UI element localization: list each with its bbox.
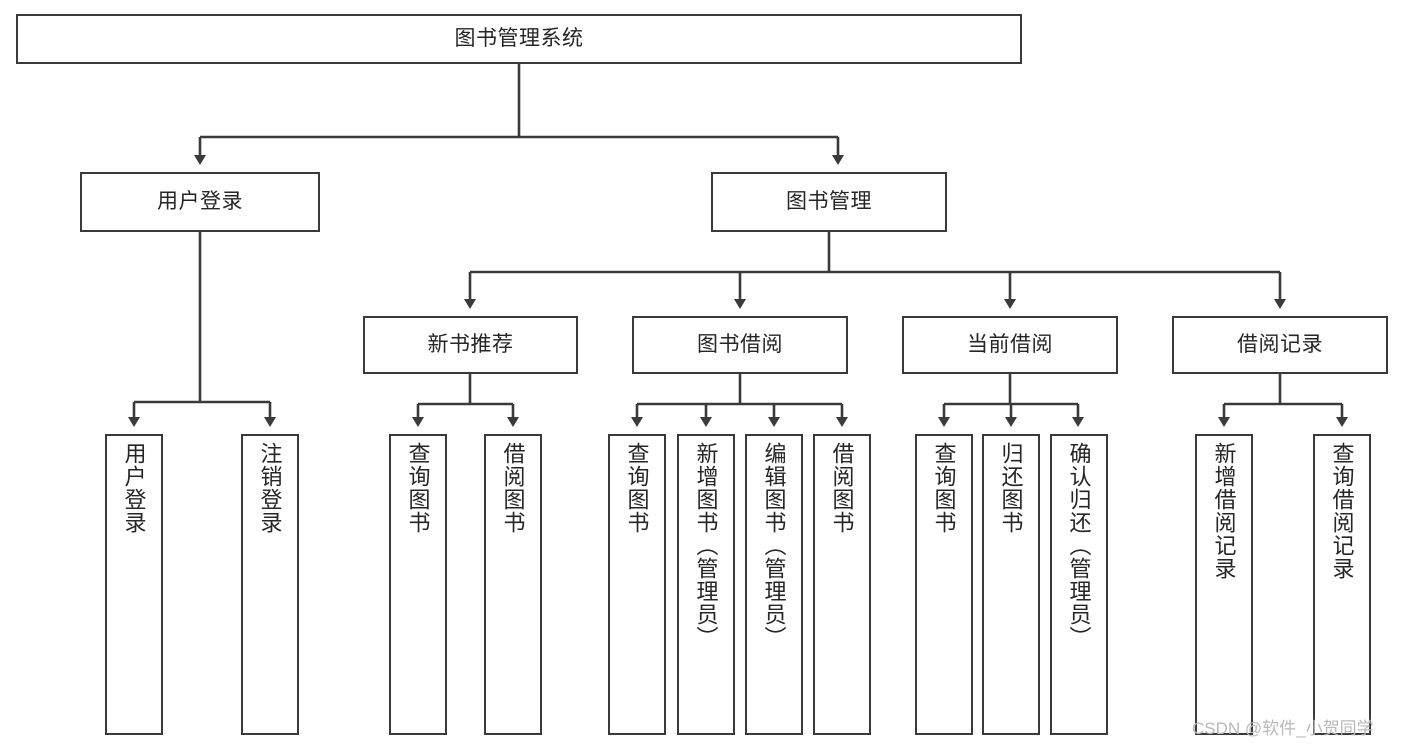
leaf-book-borrow-add[interactable]: 新增图书（管理员）: [677, 434, 735, 735]
node-book-borrow[interactable]: 图书借阅: [632, 316, 848, 374]
leaf-label: 归还图书: [998, 442, 1024, 534]
leaf-user-login-signin[interactable]: 用户登录: [105, 434, 163, 735]
node-borrow-record[interactable]: 借阅记录: [1172, 316, 1388, 374]
leaf-current-borrow-return[interactable]: 归还图书: [982, 434, 1040, 735]
leaf-current-borrow-query[interactable]: 查询图书: [915, 434, 973, 735]
leaf-label: 新增借阅记录: [1211, 442, 1237, 580]
leaf-new-book-borrow[interactable]: 借阅图书: [484, 434, 542, 735]
node-book-borrow-label: 图书借阅: [697, 332, 783, 356]
leaf-new-book-query[interactable]: 查询图书: [389, 434, 447, 735]
node-new-book-recommend-label: 新书推荐: [427, 332, 514, 356]
node-root-label: 图书管理系统: [454, 26, 584, 50]
node-borrow-record-label: 借阅记录: [1237, 332, 1323, 356]
leaf-label: 注销登录: [257, 442, 283, 534]
leaf-book-borrow-query[interactable]: 查询图书: [608, 434, 666, 735]
leaf-borrow-record-query[interactable]: 查询借阅记录: [1313, 434, 1371, 735]
csdn-watermark: CSDN @软件_小贺同学: [1192, 719, 1374, 738]
node-book-management-label: 图书管理: [786, 189, 872, 213]
node-current-borrow[interactable]: 当前借阅: [902, 316, 1118, 374]
leaf-borrow-record-add[interactable]: 新增借阅记录: [1195, 434, 1253, 735]
leaf-label: 查询图书: [405, 442, 431, 534]
node-current-borrow-label: 当前借阅: [967, 332, 1053, 356]
leaf-label: 借阅图书: [500, 442, 526, 534]
leaf-label: 用户登录: [121, 442, 147, 534]
leaf-label: 查询图书: [931, 442, 957, 534]
leaf-current-borrow-confirm-return[interactable]: 确认归还（管理员）: [1050, 434, 1108, 735]
node-root[interactable]: 图书管理系统: [16, 14, 1022, 64]
leaf-book-borrow-borrow[interactable]: 借阅图书: [813, 434, 871, 735]
leaf-label: 确认归还（管理员）: [1066, 442, 1092, 649]
leaf-label: 借阅图书: [829, 442, 855, 534]
node-user-login[interactable]: 用户登录: [80, 172, 320, 232]
node-user-login-label: 用户登录: [157, 189, 243, 213]
leaf-book-borrow-edit[interactable]: 编辑图书（管理员）: [745, 434, 803, 735]
leaf-label: 查询借阅记录: [1329, 442, 1355, 580]
leaf-user-login-signout[interactable]: 注销登录: [241, 434, 299, 735]
leaf-label: 新增图书（管理员）: [693, 442, 719, 649]
node-book-management[interactable]: 图书管理: [711, 172, 947, 232]
leaf-label: 编辑图书（管理员）: [761, 442, 787, 649]
leaf-label: 查询图书: [624, 442, 650, 534]
node-new-book-recommend[interactable]: 新书推荐: [363, 316, 578, 374]
